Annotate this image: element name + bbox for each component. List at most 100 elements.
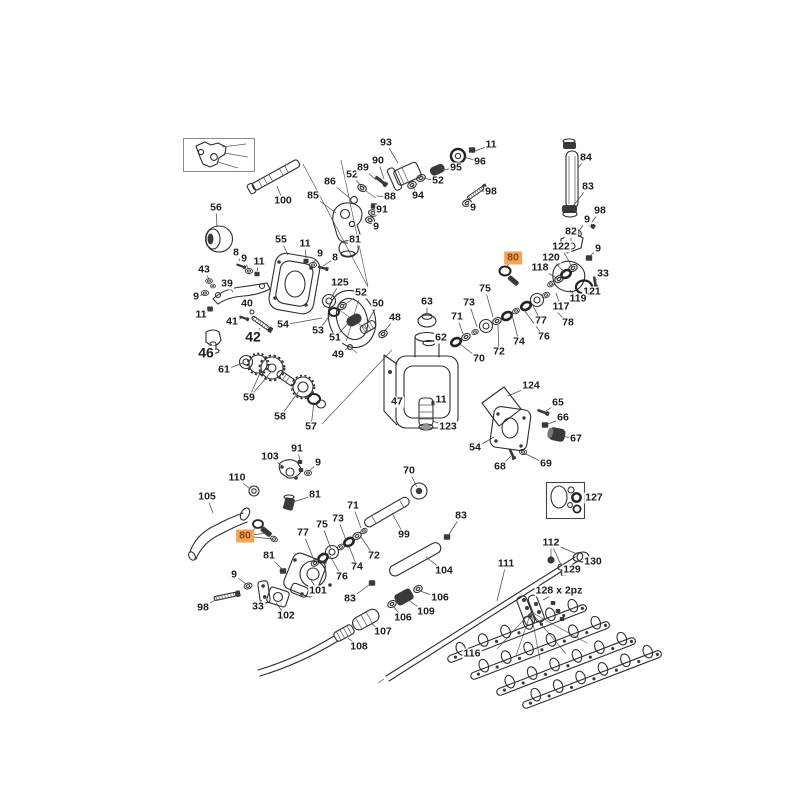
part-label: 50 xyxy=(371,297,385,310)
part-label: 108 xyxy=(349,640,369,653)
part-label: 51 xyxy=(328,331,342,344)
part-label: 98 xyxy=(484,185,498,198)
part-label: 71 xyxy=(450,310,464,323)
part-label: 9 xyxy=(594,242,602,255)
part-label: 91 xyxy=(290,442,304,455)
cover-plate xyxy=(268,252,321,315)
part-label: 62 xyxy=(434,331,448,344)
part-label: 130 xyxy=(583,555,603,568)
part-label: 77 xyxy=(296,526,310,539)
leader-line xyxy=(496,563,507,602)
part-label: 39 xyxy=(220,277,234,290)
selected-part-upper xyxy=(498,265,519,286)
part-label: 55 xyxy=(274,233,288,246)
inset-thumbnail-box xyxy=(183,138,255,172)
part-label: 58 xyxy=(273,410,287,423)
part-label: 81 xyxy=(262,549,276,562)
part-label: 89 xyxy=(356,161,370,174)
drive-tube xyxy=(377,552,584,684)
part-label: 81 xyxy=(348,233,362,246)
part-label: 52 xyxy=(345,168,359,181)
part-label: 9 xyxy=(314,456,322,469)
part-label: 76 xyxy=(537,330,551,343)
part-label: 127 xyxy=(584,491,604,504)
part-label: 90 xyxy=(371,154,385,167)
part-label: 8 xyxy=(232,246,240,259)
part-label: 72 xyxy=(367,549,381,562)
part-label: 83 xyxy=(343,592,357,605)
part-label: 11 xyxy=(484,138,498,151)
part-label: 48 xyxy=(388,311,402,324)
side-cover-group xyxy=(481,386,566,461)
part-label: 43 xyxy=(197,263,211,276)
part-label: 57 xyxy=(304,420,318,433)
part-label: 9 xyxy=(316,247,324,260)
part-label: 33 xyxy=(596,267,610,280)
part-label: 100 xyxy=(273,194,293,207)
part-label: 54 xyxy=(468,441,482,454)
part-label: 9 xyxy=(583,213,591,226)
part-label: 52 xyxy=(431,174,445,187)
part-label: 107 xyxy=(373,625,393,638)
part-label: 72 xyxy=(492,345,506,358)
part-label: 118 xyxy=(530,261,550,274)
part-label: 129 xyxy=(562,563,582,576)
part-label: 120 xyxy=(541,251,561,264)
part-label: 77 xyxy=(534,314,548,327)
part-label: 82 xyxy=(564,225,578,238)
part-label: 102 xyxy=(276,609,296,622)
part-label: 47 xyxy=(390,395,404,408)
part-label: 101 xyxy=(308,584,328,597)
output-boot xyxy=(418,397,434,431)
part-label-highlighted: 80 xyxy=(504,251,522,265)
part-label: 123 xyxy=(438,420,458,433)
part-label: 73 xyxy=(331,512,345,525)
part-label: 83 xyxy=(581,180,595,193)
part-label: 8 xyxy=(331,251,339,264)
part-label: 9 xyxy=(469,201,477,214)
part-label: 106 xyxy=(393,611,413,624)
part-label: 104 xyxy=(434,564,454,577)
part-label: 71 xyxy=(346,499,360,512)
part-label: 122 xyxy=(551,240,571,253)
part-label: 119 xyxy=(568,292,588,305)
part-label: 93 xyxy=(379,136,393,149)
part-label: 49 xyxy=(331,348,345,361)
part-label: 54 xyxy=(276,318,290,331)
part-label: 11 xyxy=(194,308,208,321)
part-label: 85 xyxy=(306,189,320,202)
part-label: 76 xyxy=(335,570,349,583)
part-label: 124 xyxy=(521,379,541,392)
part-label: 9 xyxy=(240,252,248,265)
part-label: 61 xyxy=(217,363,231,376)
part-label: 70 xyxy=(472,352,486,365)
clutch-drum xyxy=(204,225,234,253)
part-label: 84 xyxy=(579,151,593,164)
part-label: 78 xyxy=(561,316,575,329)
part-label: 117 xyxy=(551,300,571,313)
part-label: 65 xyxy=(551,396,565,409)
part-label: 56 xyxy=(209,201,223,214)
part-label: 69 xyxy=(539,457,553,470)
gear-train xyxy=(238,352,327,409)
part-label: 9 xyxy=(372,220,380,233)
part-label: 86 xyxy=(323,175,337,188)
part-label: 96 xyxy=(473,155,487,168)
part-label: 110 xyxy=(227,471,247,484)
part-label: 63 xyxy=(420,295,434,308)
part-label: 121 xyxy=(582,285,602,298)
part-label: 11 xyxy=(298,237,312,250)
hose xyxy=(188,507,251,561)
part-label: 74 xyxy=(350,560,364,573)
part-label: 83 xyxy=(454,509,468,522)
part-label: 81 xyxy=(308,488,322,501)
part-label: 88 xyxy=(383,190,397,203)
part-label: 112 xyxy=(541,536,561,549)
gearbox-housing xyxy=(383,313,459,431)
part-label-highlighted: 80 xyxy=(236,529,254,543)
part-label: 9 xyxy=(230,568,238,581)
part-label: 73 xyxy=(462,296,476,309)
part-label: 95 xyxy=(449,161,463,174)
